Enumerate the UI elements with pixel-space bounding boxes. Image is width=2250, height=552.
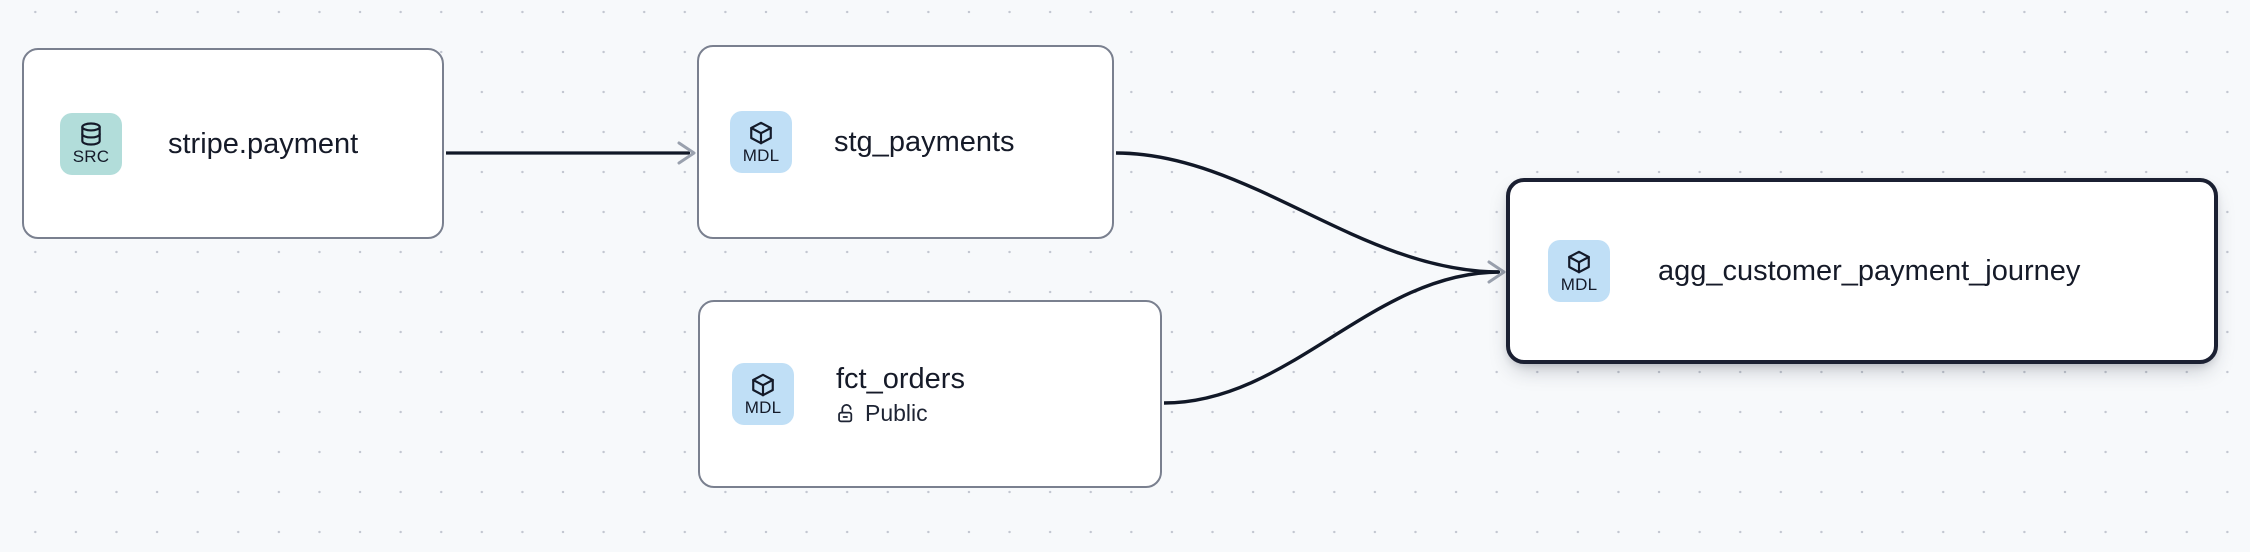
node-type-badge-label: MDL (744, 397, 782, 417)
node-type-badge-label: MDL (742, 145, 780, 165)
node-body: stg_payments (834, 125, 1015, 159)
node-title: stripe.payment (168, 127, 359, 160)
node-type-badge-mdl: MDL (1548, 240, 1610, 302)
unlock-icon (836, 403, 857, 424)
node-visibility-label: Public (865, 400, 928, 426)
node-type-badge-label: MDL (1560, 274, 1598, 294)
node-type-badge-src: SRC (60, 112, 122, 175)
edge-stg-to-agg (1115, 151, 1501, 274)
lineage-node-stripe-payment[interactable]: SRC stripe.payment (22, 48, 444, 239)
edge-arrowhead-agg (1487, 260, 1506, 284)
node-body: fct_orders Public (836, 362, 965, 426)
cube-icon (1566, 249, 1592, 275)
cube-icon (750, 372, 776, 398)
edge-stripe-to-stg (446, 141, 696, 165)
node-body: stripe.payment (168, 127, 358, 161)
node-title: fct_orders (836, 363, 965, 395)
node-type-badge-label: SRC (72, 147, 110, 166)
node-visibility: Public (836, 400, 965, 426)
cube-icon (748, 120, 774, 146)
lineage-node-fct-orders[interactable]: MDL fct_orders Public (698, 300, 1162, 488)
lineage-node-agg-customer-payment-journey[interactable]: MDL agg_customer_payment_journey (1506, 178, 2218, 364)
node-title: stg_payments (834, 126, 1015, 158)
edge-fct-to-agg (1163, 270, 1501, 405)
database-icon (78, 121, 104, 147)
node-title: agg_customer_payment_journey (1658, 255, 2081, 287)
node-body: agg_customer_payment_journey (1658, 254, 2080, 288)
lineage-node-stg-payments[interactable]: MDL stg_payments (697, 45, 1114, 239)
node-type-badge-mdl: MDL (730, 111, 792, 173)
node-type-badge-mdl: MDL (732, 363, 794, 425)
